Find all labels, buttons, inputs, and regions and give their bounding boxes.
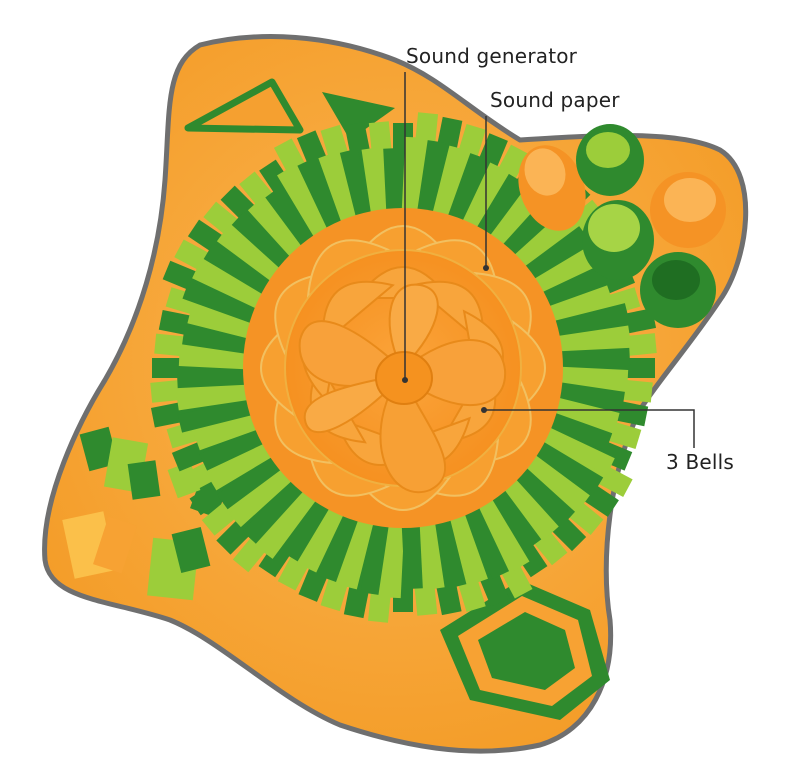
label-sound-generator: Sound generator [406,44,578,68]
fringe-strip [228,462,298,528]
bow-petal-bottom-left [303,373,401,434]
fringe-strip [485,483,542,551]
fringe-strip [546,395,620,431]
fringe-strip [383,147,405,219]
fringe-strip [318,152,361,230]
fringe-strip [176,366,254,389]
fringe-strip [527,437,604,493]
fringe-strip [550,381,625,410]
fringe-strip [546,303,630,341]
fringe-strip [182,326,256,355]
fringe-strip [282,492,334,562]
bow-petal-bottom [379,373,446,494]
fringe-strip [361,147,390,221]
fringe-strip [552,347,631,370]
triangle-applique [184,78,304,134]
fringe-strip [430,145,467,225]
fringe-strip [319,506,361,582]
fringe-strip [445,153,488,230]
fringe-strip [550,325,631,355]
fringe-strip [187,305,260,341]
fringe-strip [297,158,348,237]
fringe-strip [534,423,615,475]
fringe-strip [216,226,288,286]
fringe-strip [339,511,376,590]
label-sound-paper: Sound paper [490,88,620,112]
fringe-strip [258,483,321,559]
pocket-orange-1 [518,145,586,231]
fringe-strip [445,506,488,585]
fringe-strip [416,140,446,221]
fringe-strip [339,148,376,225]
hexagon-applique-inner [478,612,575,690]
pockets [518,124,726,328]
fringe-strip [242,473,309,544]
fringe-strip [541,410,613,451]
fringe-strip [177,395,260,433]
fringe-strip [518,226,590,286]
fringe-strip [231,211,298,274]
fringe-strip [360,515,390,595]
fringe-strip [497,473,559,539]
fringe-strip [508,462,576,526]
fringe-strip [203,243,279,299]
dark-green-wedge [322,92,395,140]
fringe-strip [277,166,334,244]
fringe-strip [430,511,467,589]
label-bells: 3 Bells [666,450,735,474]
fringe-strip [472,492,530,571]
fringe-strip [182,281,265,326]
fringe-strip [534,264,608,313]
fringe-strip [458,499,510,579]
flower-petals [243,208,563,528]
fringe-strip [401,517,423,590]
leader-bells [484,409,695,448]
fringe-strip [176,381,256,411]
callout-leader-lines [402,72,695,448]
pocket-green-dark-1 [576,124,644,196]
fleece-fringe-ring [150,112,657,623]
fringe-strip [541,285,614,326]
fringe-strip [518,450,590,510]
bow-petal-top [388,283,439,366]
fringe-strip [193,410,265,451]
pocket-orange-2 [650,172,726,248]
pocket-green-dark-2 [640,252,716,328]
fringe-strip [247,198,309,263]
fringe-strip [416,515,445,590]
marker-sound-generator [402,377,408,383]
marker-bells [481,407,487,413]
marker-sound-paper [483,265,489,271]
fringe-strip [207,437,279,491]
fringe-strip [458,162,507,237]
fringe-strip [178,348,254,370]
fringe-strip [192,261,272,313]
fringe-strip [382,517,405,599]
fringe-strip [552,366,629,389]
fringe-strip [527,245,600,299]
fringe-strip [216,450,288,510]
pocket-green-light [582,200,654,280]
fringe-strip [299,499,348,573]
fringe-strip [401,136,424,219]
fringe-strip [199,423,272,471]
fringe-strip [265,186,321,253]
